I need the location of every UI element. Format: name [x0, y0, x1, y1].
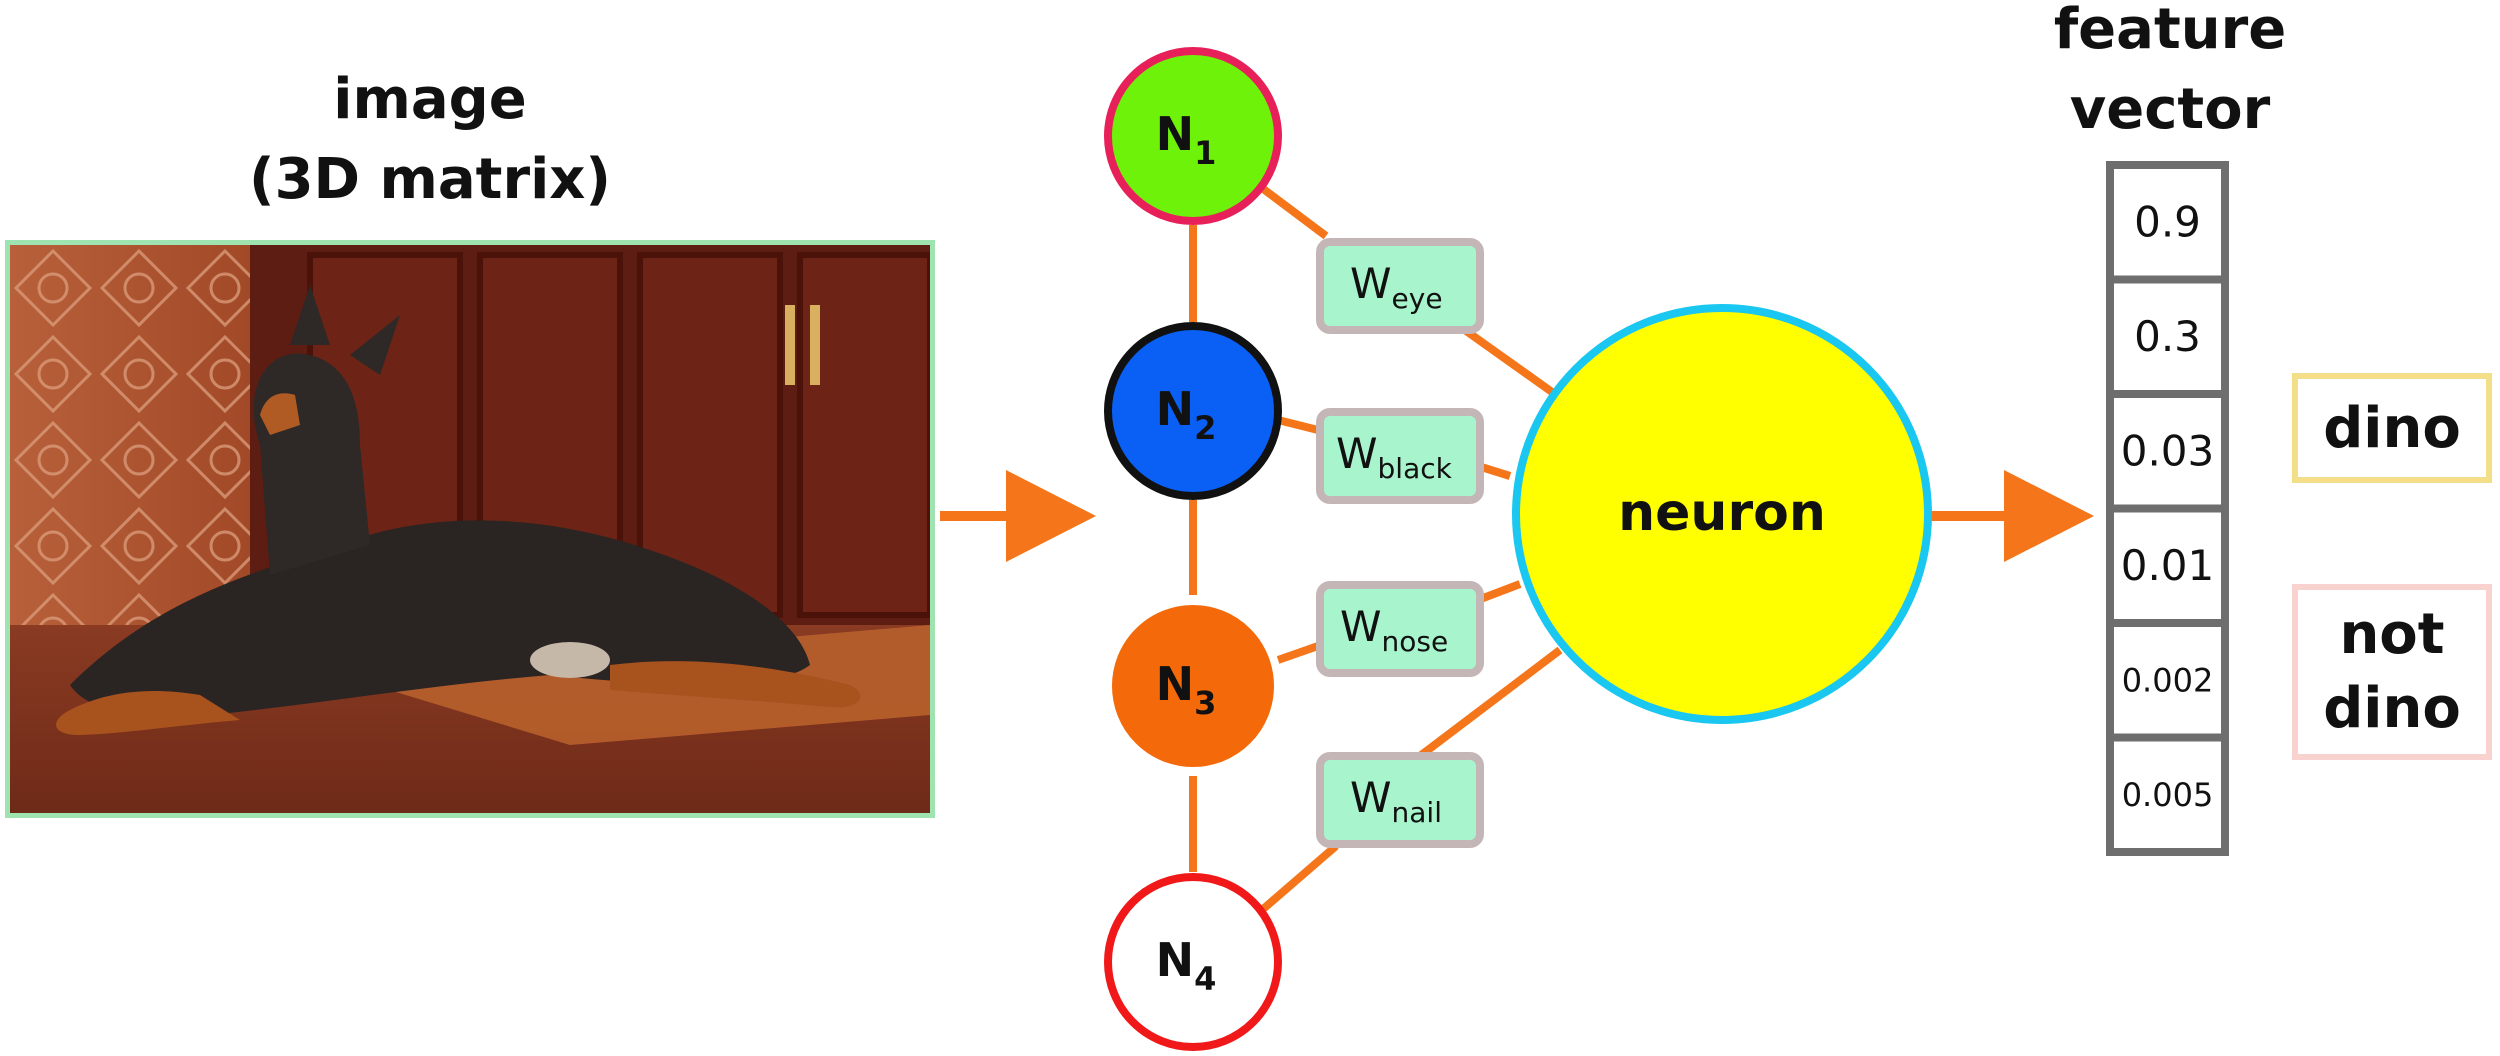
class-not-dino: not dino: [2292, 584, 2492, 760]
feature-vector-value: 0.002: [2122, 661, 2214, 699]
weight-nose: Wnose: [1316, 581, 1484, 677]
weight-nail-sub: nail: [1392, 796, 1442, 829]
weight-nail-box: [1316, 752, 1484, 848]
weight-black-box: [1316, 408, 1484, 504]
node-n3-sub: 3: [1194, 684, 1216, 722]
image-title: image (3D matrix): [180, 60, 680, 220]
connector-n2-wblack: [1277, 416, 1319, 434]
svg-text:N4: N4: [1156, 933, 1217, 998]
svg-text:N3: N3: [1156, 657, 1217, 722]
dog-photo: [5, 240, 935, 818]
connector-n3-wnose: [1276, 642, 1320, 664]
node-n3-label: N: [1156, 657, 1195, 711]
svg-text:N2: N2: [1156, 382, 1217, 447]
node-n1-sub: 1: [1194, 134, 1216, 172]
connector-n4-wnail: [1259, 842, 1339, 914]
feature-vector-cell: [2106, 733, 2229, 856]
connector-wnose-neuron: [1476, 580, 1522, 604]
feature-vector-value: 0.005: [2122, 776, 2214, 814]
node-n2-label: N: [1156, 382, 1195, 436]
neuron: neuron: [1512, 304, 1932, 724]
feature-vector-value: 0.3: [2134, 312, 2201, 361]
class-dino-label: dino: [2323, 395, 2461, 461]
node-n3-circle: [1104, 597, 1282, 775]
weight-black-main: W: [1336, 429, 1378, 478]
node-n4: N4: [1104, 873, 1282, 1051]
connector-weye-neuron: [1459, 324, 1555, 396]
weight-eye-box: [1316, 238, 1484, 334]
svg-text:N1: N1: [1156, 107, 1217, 172]
weight-black-sub: black: [1378, 452, 1453, 485]
feature-vector-value: 0.03: [2121, 426, 2215, 475]
weight-nose-main: W: [1340, 602, 1382, 651]
weight-eye-sub: eye: [1392, 282, 1443, 315]
node-n3: N3: [1104, 597, 1282, 775]
connector-n1-weye: [1259, 184, 1329, 240]
feature-vector: 0.9 0.3 0.03 0.01 0.002 0.005: [2106, 161, 2229, 856]
node-n4-circle: [1104, 873, 1282, 1051]
feature-vector-title-line1: feature: [2053, 0, 2287, 62]
image-title-line1: image: [333, 67, 527, 132]
feature-vector-cell: [2106, 504, 2229, 627]
node-n2-sub: 2: [1194, 409, 1216, 447]
class-dino: dino: [2292, 373, 2492, 483]
connector-wnail-neuron: [1417, 646, 1563, 760]
neuron-label: neuron: [1618, 483, 1826, 543]
image-title-line2: (3D matrix): [249, 147, 611, 212]
feature-vector-title-line2: vector: [2069, 77, 2271, 142]
svg-text:Wblack: Wblack: [1336, 429, 1453, 485]
class-not-dino-line1: not: [2339, 602, 2445, 667]
svg-text:Wnose: Wnose: [1340, 602, 1448, 658]
svg-text:Weye: Weye: [1350, 259, 1443, 315]
weight-nail-main: W: [1350, 773, 1392, 822]
node-n1-circle: [1104, 47, 1282, 225]
node-n1-label: N: [1156, 107, 1195, 161]
node-n2-circle: [1104, 322, 1282, 500]
weight-eye-main: W: [1350, 259, 1392, 308]
neuron-circle: [1512, 304, 1932, 724]
weight-nose-sub: nose: [1382, 625, 1449, 658]
weight-nail: Wnail: [1316, 752, 1484, 848]
input-arrow-head: [1006, 470, 1096, 562]
svg-text:Wnail: Wnail: [1350, 773, 1442, 829]
class-not-dino-line2: dino: [2323, 676, 2461, 741]
feature-vector-value: 0.9: [2134, 197, 2201, 246]
feature-vector-value: 0.01: [2121, 541, 2215, 590]
node-n4-label: N: [1156, 933, 1195, 987]
node-n2: N2: [1104, 322, 1282, 500]
weight-eye: Weye: [1316, 238, 1484, 334]
dog-illustration: [10, 245, 930, 813]
output-arrow-head: [2004, 470, 2094, 562]
feature-vector-title: feature vector: [1970, 0, 2370, 150]
weight-black: Wblack: [1316, 408, 1484, 504]
weight-nose-box: [1316, 581, 1484, 677]
node-n1: N1: [1104, 47, 1282, 225]
node-n4-sub: 4: [1194, 960, 1216, 998]
